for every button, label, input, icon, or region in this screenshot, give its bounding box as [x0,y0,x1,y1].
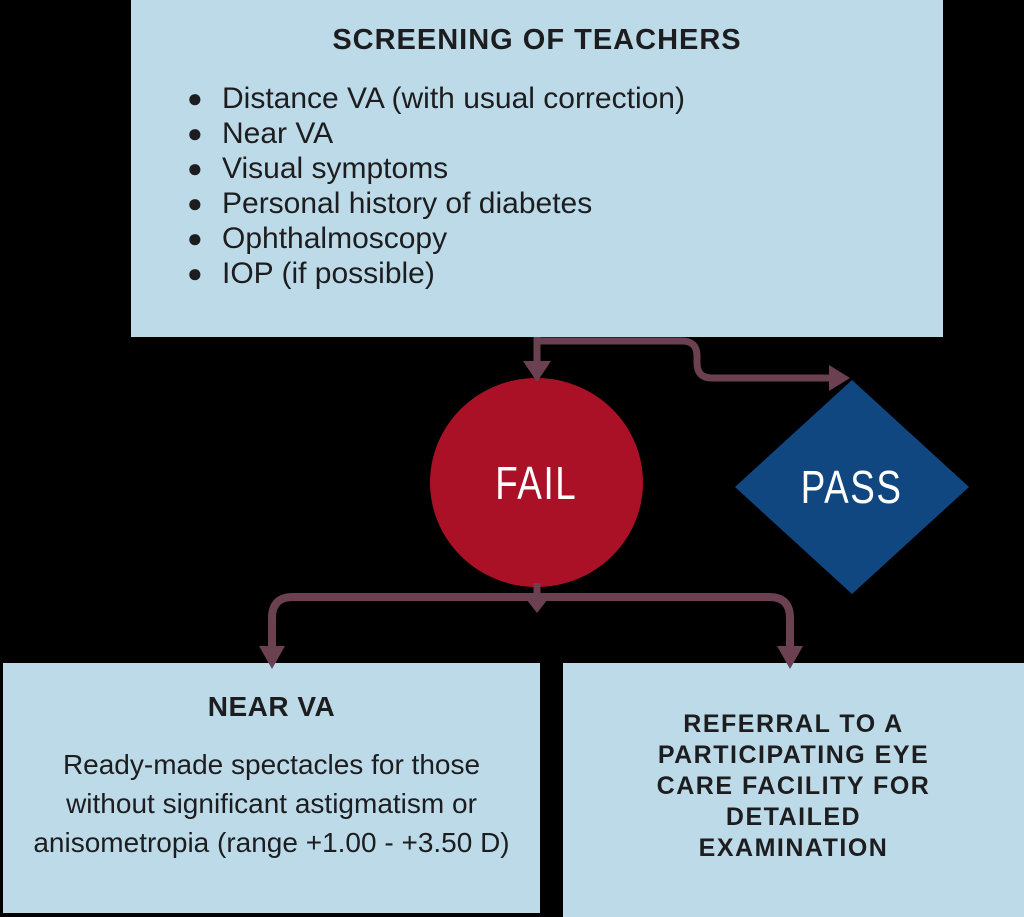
list-item: ●Visual symptoms [187,152,449,185]
screening-list: ●Distance VA (with usual correction) ●Ne… [185,81,943,291]
bullet-icon: ● [187,223,203,253]
list-item: ●Personal history of diabetes [187,187,593,220]
near-va-title: NEAR VA [207,691,336,722]
bullet-icon: ● [187,258,203,288]
arrowhead-down-icon [777,646,803,669]
screening-box: SCREENING OF TEACHERS ●Distance VA (with… [131,0,943,337]
referral-body: REFERRAL TO A PARTICIPATING EYE CARE FAC… [656,710,931,862]
connector-top-to-pass [535,337,832,382]
fail-node: FAIL [430,378,643,587]
near-va-body: Ready-made spectacles for those without … [33,749,510,858]
bullet-icon: ● [187,153,203,183]
arrowhead-right-icon [829,365,850,391]
bullet-icon: ● [187,83,203,113]
pass-diamond-shape [735,380,969,594]
near-va-box: NEAR VA Ready-made spectacles for those … [3,663,540,913]
arrowhead-small-down-icon [526,599,548,613]
arrowhead-down-icon [259,646,285,669]
list-item: ●IOP (if possible) [187,257,435,290]
list-item: ●Near VA [187,117,334,150]
connector-split-bar [268,593,794,650]
screening-title: SCREENING OF TEACHERS [332,24,742,56]
referral-box: REFERRAL TO A PARTICIPATING EYE CARE FAC… [563,663,1024,917]
pass-node: PASS [735,380,969,594]
bullet-icon: ● [187,188,203,218]
fail-label: FAIL [495,456,578,509]
bullet-icon: ● [187,118,203,148]
pass-label: PASS [801,461,903,513]
arrowhead-down-icon [523,361,551,382]
list-item: ●Ophthalmoscopy [187,222,448,255]
list-item: ●Distance VA (with usual correction) [187,82,685,115]
